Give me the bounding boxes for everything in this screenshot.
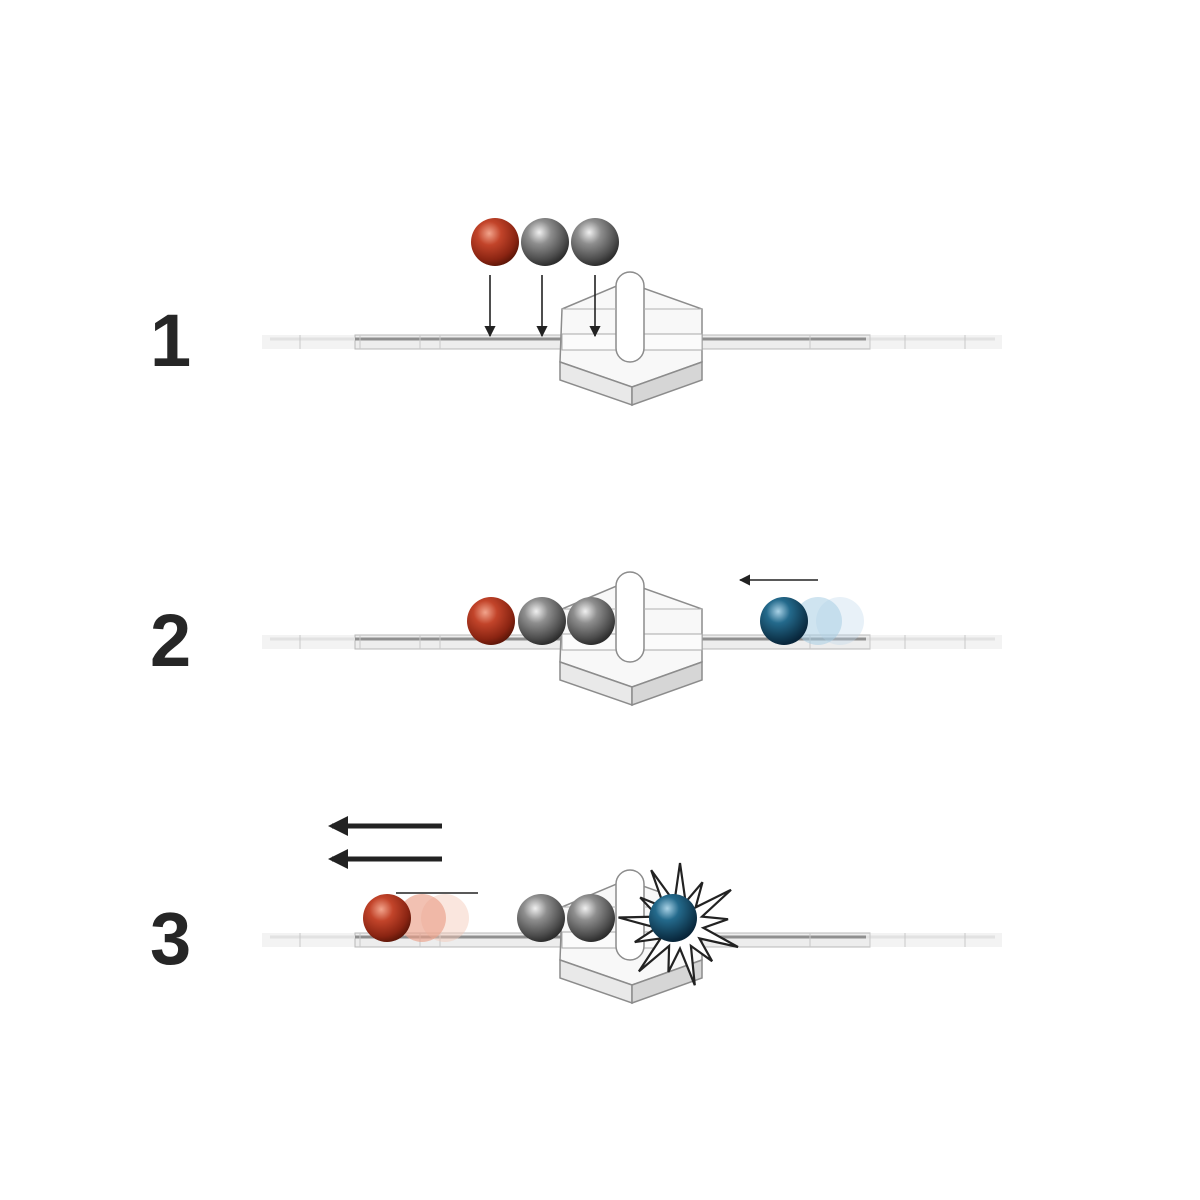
grey-ball <box>518 597 566 645</box>
grey-ball <box>567 597 615 645</box>
magnet-block <box>559 271 703 407</box>
rail-fade-left <box>262 635 362 649</box>
rail <box>262 334 1002 350</box>
motion-ghost <box>398 894 446 942</box>
blue-ball <box>760 597 808 645</box>
rail-left <box>354 334 571 350</box>
step-2-number: 2 <box>150 599 192 682</box>
rail-fade-right <box>862 635 1002 649</box>
step-3-number: 3 <box>150 897 192 980</box>
red-ball <box>363 894 411 942</box>
magnet-slot <box>615 869 645 961</box>
rail-fade-left <box>262 335 362 349</box>
rail-fade-left <box>262 933 362 947</box>
step-1-number: 1 <box>150 299 192 382</box>
grey-ball <box>571 218 619 266</box>
block-side-right <box>631 660 703 707</box>
motion-ghost <box>794 597 842 645</box>
grey-ball <box>521 218 569 266</box>
step-3-row <box>262 816 1002 1005</box>
rail-right <box>689 334 871 350</box>
step-1-row <box>262 218 1002 407</box>
grey-ball <box>567 894 615 942</box>
red-ball <box>471 218 519 266</box>
rail-fade-right <box>862 933 1002 947</box>
block-side-right <box>631 360 703 407</box>
grey-ball <box>517 894 565 942</box>
step-2-row <box>262 571 1002 707</box>
block-side-right <box>631 958 703 1005</box>
rail-fade-right <box>862 335 1002 349</box>
magnet-slot <box>615 271 645 363</box>
magnet-slot <box>615 571 645 663</box>
red-ball <box>467 597 515 645</box>
blue-ball <box>649 894 697 942</box>
